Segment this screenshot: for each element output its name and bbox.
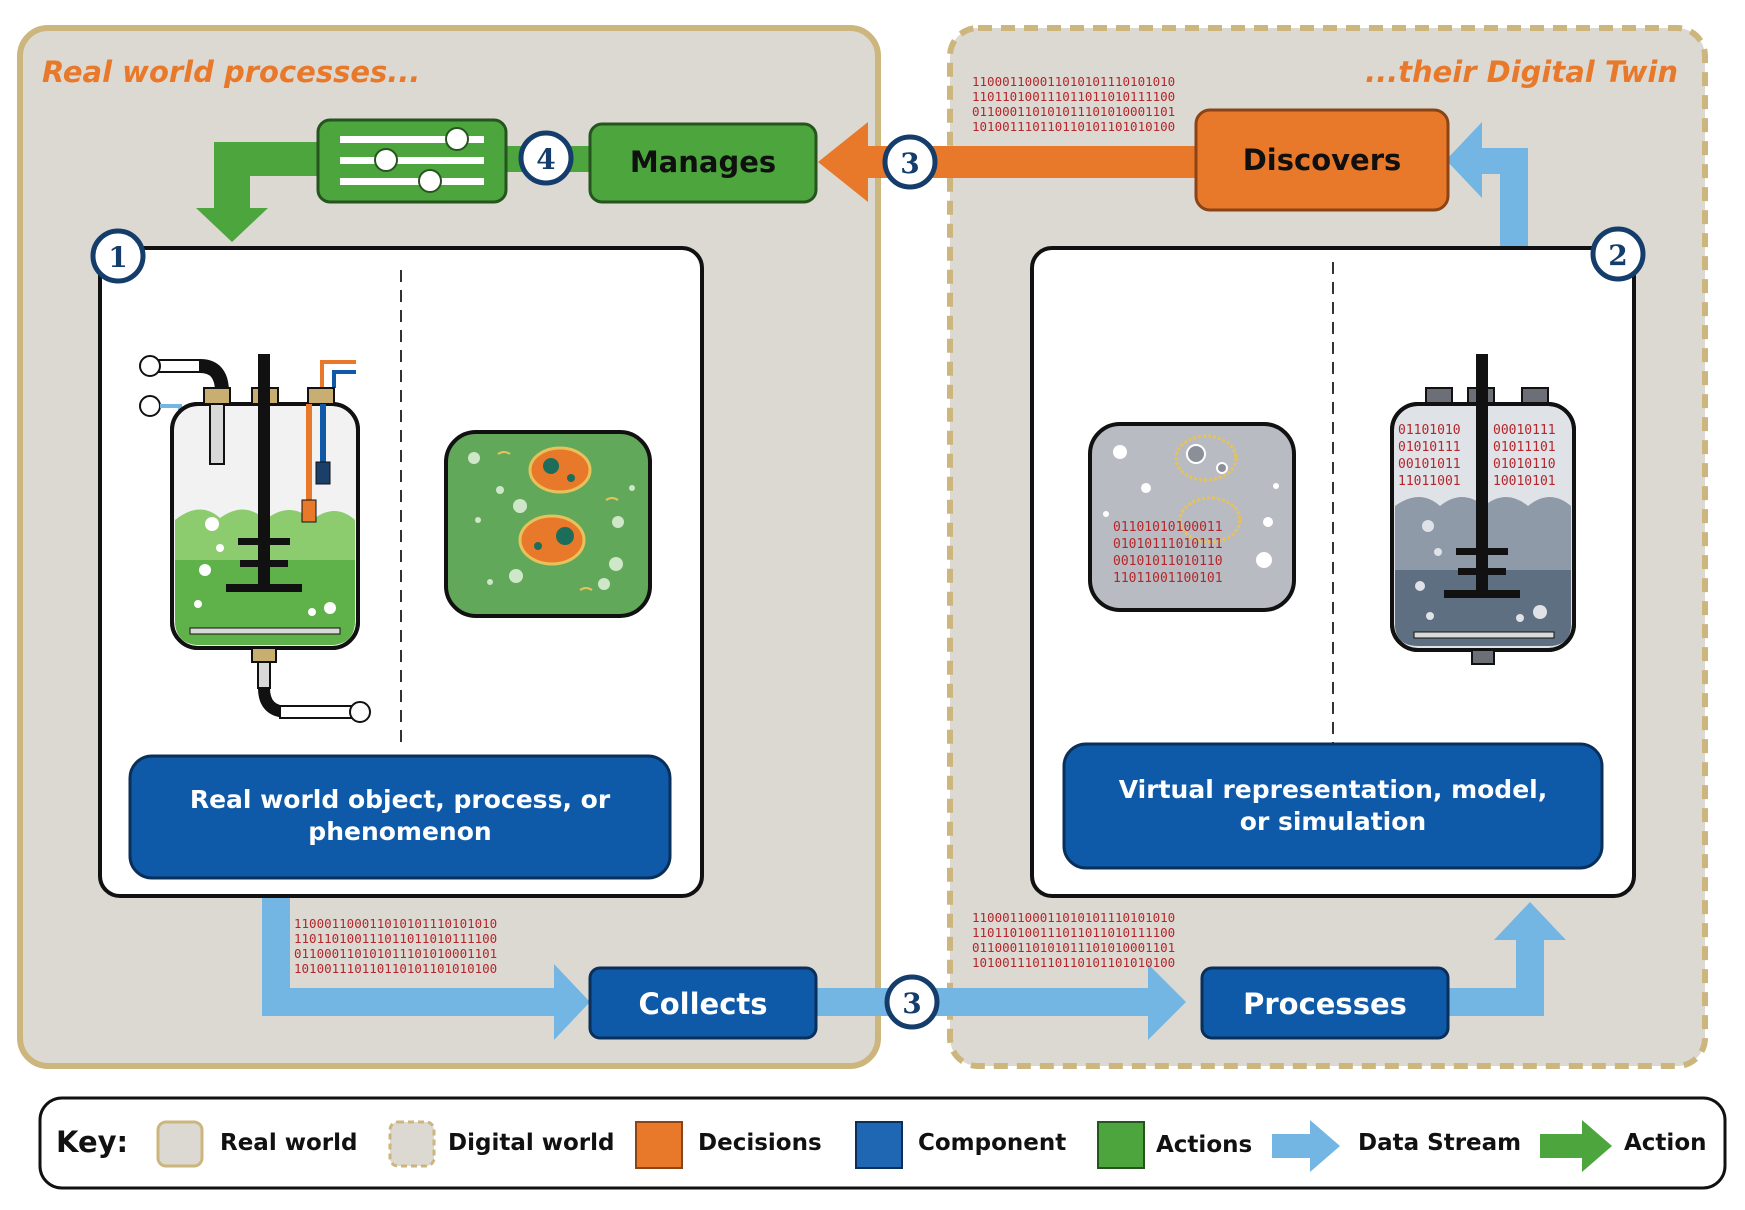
- legend-component: Component: [918, 1130, 1066, 1156]
- svg-text:110001100011010101110101010: 110001100011010101110101010: [972, 74, 1175, 89]
- legend: Key: Real world Digital world Decisions …: [38, 1096, 1727, 1190]
- processes-label: Processes: [1243, 987, 1407, 1021]
- legend-actions: Actions: [1156, 1132, 1252, 1158]
- badge-1: 1: [90, 228, 146, 284]
- legend-swatch-digital-world: [388, 1120, 436, 1168]
- action-arrow-down: [196, 142, 320, 242]
- svg-text:101001110110110101101010100: 101001110110110101101010100: [294, 961, 497, 976]
- svg-text:011000110101011101010001101: 011000110101011101010001101: [972, 104, 1175, 119]
- legend-swatch-actions: [1097, 1121, 1145, 1169]
- legend-data-stream-arrow: [1272, 1120, 1340, 1172]
- cell-culture-icon: [444, 430, 652, 618]
- data-arrow-to-processes: [816, 964, 1186, 1040]
- collects-step: Collects: [588, 966, 818, 1040]
- discovers-step: Discovers: [1194, 108, 1450, 212]
- legend-action: Action: [1624, 1130, 1707, 1156]
- badge-3-bottom: 3: [884, 974, 940, 1030]
- svg-text:01101010: 01101010: [1398, 423, 1461, 438]
- svg-text:3: 3: [900, 147, 919, 180]
- real-world-title: Real world processes...: [42, 55, 420, 89]
- collects-label: Collects: [638, 987, 767, 1021]
- svg-text:11011001: 11011001: [1398, 474, 1461, 489]
- legend-digital-world: Digital world: [448, 1130, 614, 1156]
- svg-text:4: 4: [536, 143, 555, 176]
- legend-data-stream: Data Stream: [1358, 1130, 1521, 1156]
- data-arrow-up-to-model: [1448, 902, 1566, 1016]
- binary-data-collect: 110001100011010101110101010 110110100111…: [294, 916, 497, 976]
- digital-bioreactor-icon: 01101010 01010111 00101011 11011001 0001…: [1390, 354, 1576, 665]
- svg-text:110001100011010101110101010: 110001100011010101110101010: [294, 916, 497, 931]
- svg-text:01011101: 01011101: [1493, 440, 1556, 455]
- discovers-label: Discovers: [1243, 143, 1402, 177]
- svg-text:11011001100101: 11011001100101: [1113, 571, 1223, 586]
- svg-text:2: 2: [1608, 239, 1627, 272]
- binary-data-process: 110001100011010101110101010 110110100111…: [972, 910, 1175, 970]
- svg-text:phenomenon: phenomenon: [308, 817, 491, 846]
- legend-swatch-component: [855, 1121, 903, 1169]
- badge-2: 2: [1590, 226, 1646, 282]
- manages-step: Manages: [588, 122, 818, 204]
- svg-text:10010101: 10010101: [1493, 474, 1556, 489]
- binary-data-top: 110001100011010101110101010 110110100111…: [972, 74, 1175, 134]
- svg-text:Real world object, process, or: Real world object, process, or: [190, 785, 611, 814]
- svg-text:01101010100011: 01101010100011: [1113, 520, 1223, 535]
- legend-key-label: Key:: [56, 1125, 128, 1159]
- legend-real-world: Real world: [220, 1130, 357, 1156]
- svg-text:01010110: 01010110: [1493, 457, 1556, 472]
- legend-action-arrow: [1540, 1120, 1612, 1172]
- svg-text:00101011010110: 00101011010110: [1113, 554, 1223, 569]
- legend-swatch-decisions: [635, 1121, 683, 1169]
- manages-label: Manages: [630, 145, 776, 179]
- sliders-icon: [316, 118, 508, 204]
- svg-text:1: 1: [108, 241, 127, 274]
- svg-text:110110100111011011010111100: 110110100111011011010111100: [972, 925, 1175, 940]
- decision-arrow: [818, 122, 1196, 202]
- svg-text:011000110101011101010001101: 011000110101011101010001101: [972, 940, 1175, 955]
- badge-4: 4: [518, 130, 574, 186]
- virtual-model-label: Virtual representation, model, or simula…: [1062, 742, 1604, 870]
- svg-text:110001100011010101110101010: 110001100011010101110101010: [972, 910, 1175, 925]
- svg-text:Virtual representation, model,: Virtual representation, model,: [1119, 775, 1547, 804]
- data-arrow-to-discovers: [1446, 122, 1528, 248]
- legend-swatch-real-world: [156, 1120, 204, 1168]
- processes-step: Processes: [1200, 966, 1450, 1040]
- legend-decisions: Decisions: [698, 1130, 822, 1156]
- svg-text:3: 3: [902, 987, 921, 1020]
- svg-text:00101011: 00101011: [1398, 457, 1461, 472]
- svg-text:011000110101011101010001101: 011000110101011101010001101: [294, 946, 497, 961]
- svg-text:or simulation: or simulation: [1240, 807, 1426, 836]
- real-object-label: Real world object, process, or phenomeno…: [128, 754, 672, 880]
- digital-cell-icon: 01101010100011 01010111010111 0010101101…: [1088, 422, 1296, 612]
- svg-text:00010111: 00010111: [1493, 423, 1556, 438]
- svg-text:101001110110110101101010100: 101001110110110101101010100: [972, 119, 1175, 134]
- bioreactor-icon: [139, 354, 371, 723]
- svg-text:110110100111011011010111100: 110110100111011011010111100: [294, 931, 497, 946]
- svg-text:01010111: 01010111: [1398, 440, 1461, 455]
- data-arrow-to-collects: [262, 898, 590, 1040]
- badge-3-top: 3: [882, 134, 938, 190]
- svg-text:101001110110110101101010100: 101001110110110101101010100: [972, 955, 1175, 970]
- digital-twin-title: ...their Digital Twin: [1365, 55, 1678, 89]
- svg-text:110110100111011011010111100: 110110100111011011010111100: [972, 89, 1175, 104]
- svg-text:01010111010111: 01010111010111: [1113, 537, 1223, 552]
